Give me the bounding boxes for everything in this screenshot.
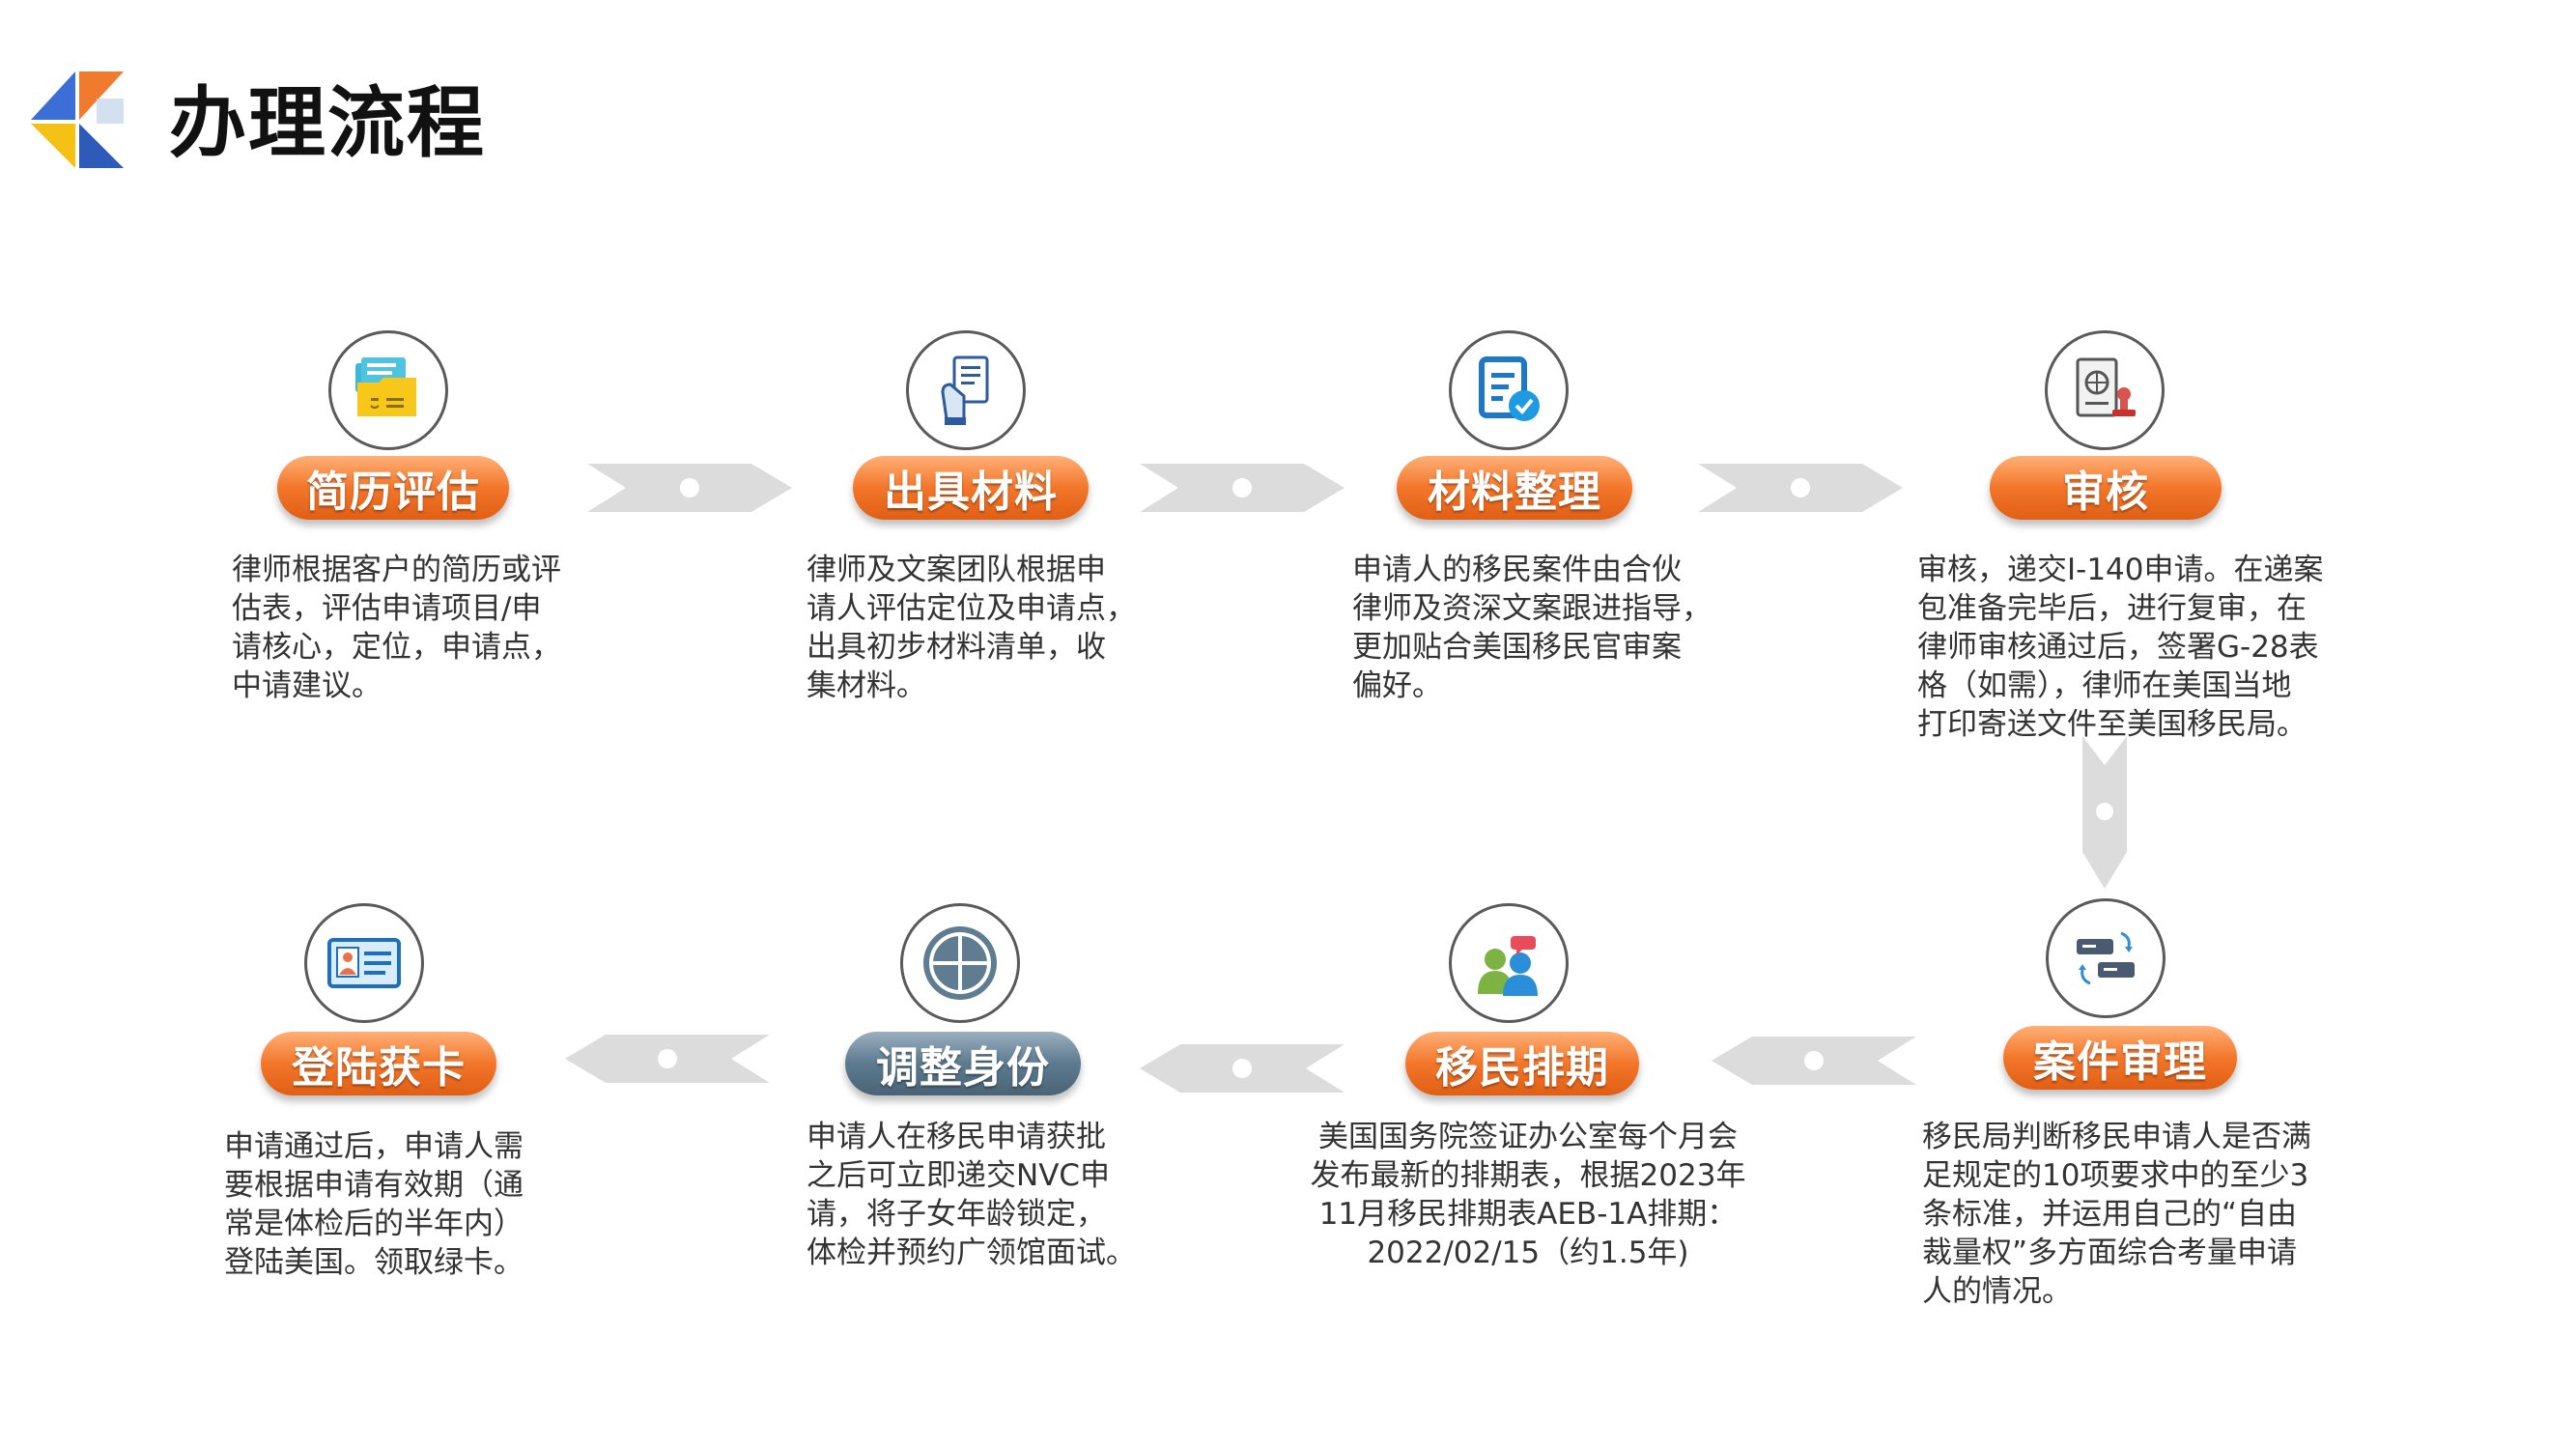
step-5-label: 案件审理: [2003, 1026, 2237, 1090]
flow-arrow-right: [587, 464, 792, 512]
step-6-label: 移民排期: [1405, 1032, 1639, 1095]
flow-arrow-left: [565, 1035, 770, 1083]
flow-arrow-left: [1712, 1037, 1916, 1085]
flow-arrow-right: [1140, 464, 1345, 512]
flow-arrow-left: [1140, 1044, 1345, 1093]
page-title: 办理流程: [169, 78, 486, 168]
flow-arrow-right: [1698, 464, 1903, 512]
step-1-label: 简历评估: [277, 456, 509, 520]
passport-stamp-icon: [2076, 357, 2136, 417]
step-7-label: 调整身份: [845, 1032, 1081, 1095]
document-hand-icon: [941, 355, 989, 425]
step-2-description: 律师及文案团队根据申 请人评估定位及申请点， 出具初步材料清单，收 集材料。: [807, 553, 1136, 703]
flow-arrow-down: [2082, 736, 2127, 889]
step-4-description: 审核，递交I-140申请。在递案 包准备完毕后，进行复审，在 律师审核通过后，签…: [1917, 553, 2324, 742]
step-2-label: 出具材料: [853, 456, 1089, 520]
step-8-description: 申请通过后，申请人需 要根据申请有效期（通 常是体检后的半年内） 登陆美国。领取…: [224, 1129, 524, 1280]
step-2-icon-circle: [906, 330, 1026, 450]
step-5-icon-circle: [2046, 898, 2166, 1018]
step-7-description: 申请人在移民申请获批 之后可立即递交NVC申 请，将子女年龄锁定， 体检并预约广…: [807, 1120, 1136, 1270]
step-7-icon-circle: [900, 903, 1020, 1023]
id-card-icon: [327, 938, 401, 988]
step-8-icon-circle: [304, 903, 424, 1023]
step-1-description: 律师根据客户的简历或评 估表，评估申请项目/申 请核心，定位，申请点， 中请建议…: [232, 553, 561, 703]
step-3-icon-circle: [1449, 330, 1569, 450]
step-8-label: 登陆获卡: [261, 1032, 496, 1095]
step-6-icon-circle: [1449, 903, 1569, 1023]
globe-cross-icon: [923, 926, 997, 1000]
step-1-icon-circle: [328, 330, 448, 450]
step-5-description: 移民局判断移民申请人是否满 足规定的10项要求中的至少3 条标准，并运用自己的“…: [1922, 1120, 2311, 1309]
folder-document-icon: [355, 357, 416, 416]
exchange-cards-icon: [2077, 931, 2135, 985]
step-4-icon-circle: [2045, 330, 2165, 450]
step-3-description: 申请人的移民案件由合伙 律师及资深文案跟进指导， 更加贴合美国移民官审案 偏好。: [1352, 553, 1712, 703]
brand-logo: [31, 71, 124, 168]
step-6-description: 美国国务院签证办公室每个月会 发布最新的排期表，根据2023年 11月移民排期表…: [1310, 1120, 1746, 1270]
document-check-icon: [1479, 356, 1540, 421]
step-3-label: 材料整理: [1397, 456, 1632, 520]
step-4-label: 审核: [1990, 456, 2222, 520]
people-chat-icon: [1478, 936, 1538, 996]
